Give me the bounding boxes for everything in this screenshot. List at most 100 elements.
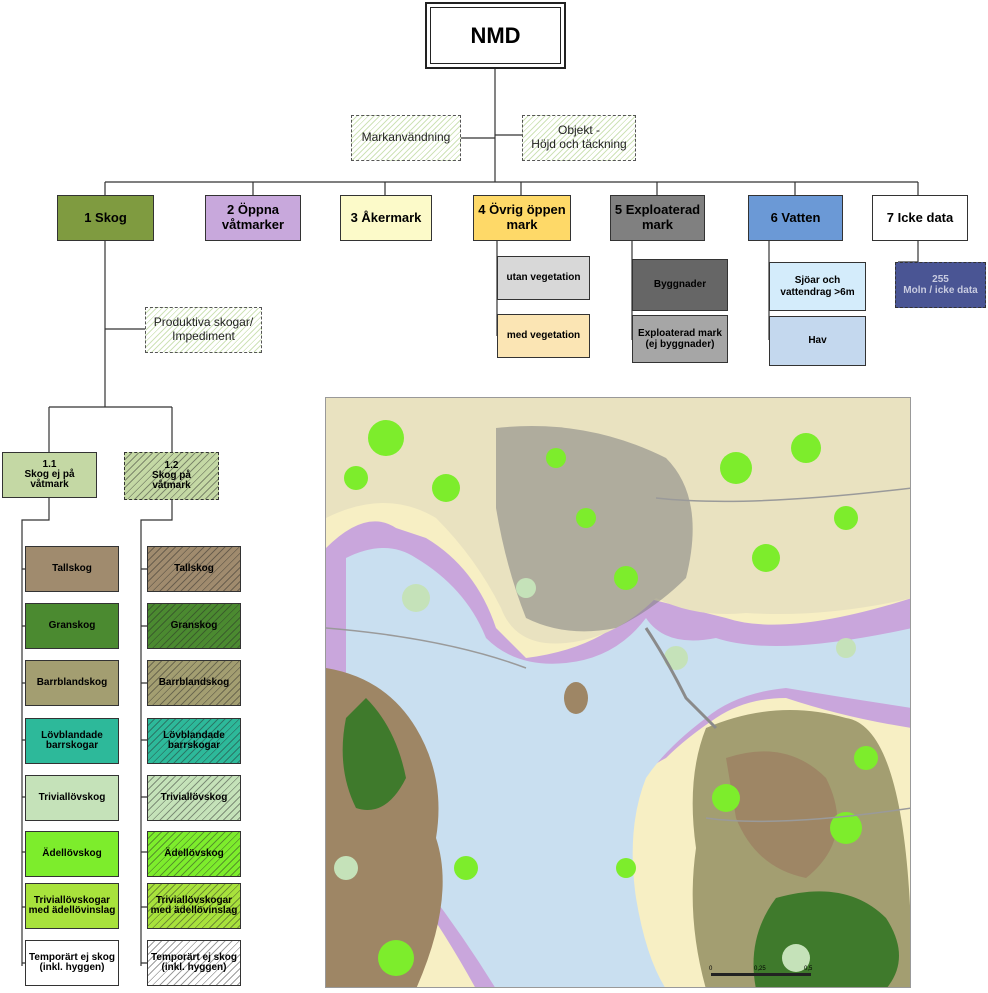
map-trivial-patch: [334, 856, 358, 880]
scale-label-2: 0,5: [804, 966, 813, 972]
map-scale-bar: [711, 973, 811, 976]
map-broadleaf-patch: [368, 420, 404, 456]
objekt-label: Objekt - Höjd och täckning: [531, 123, 627, 151]
forest-type-ej-vatmark-label: Barrblandskog: [36, 676, 108, 688]
map-broadleaf-patch: [344, 466, 368, 490]
map-spruce-west: [342, 698, 406, 810]
map-broadleaf-patch: [616, 858, 636, 878]
sub-byggnader: Byggnader: [632, 259, 728, 311]
land-cover-map: 0 0,25 0,5: [325, 397, 911, 988]
class-vatten: 6 Vatten: [748, 195, 843, 241]
forest-type-ej-vatmark-4: Triviallövskog: [25, 775, 119, 821]
map-broadleaf-patch: [720, 452, 752, 484]
forest-type-ej-vatmark-2: Barrblandskog: [25, 660, 119, 706]
forest-type-vatmark-label: Ädellövskog: [164, 847, 224, 859]
sub-sjoar-vattendrag: Sjöar och vattendrag >6m: [769, 262, 866, 311]
class-akermark: 3 Åkermark: [340, 195, 432, 241]
forest-type-vatmark-0: Tallskog: [147, 546, 241, 592]
forest-type-vatmark-label: Tallskog: [174, 562, 214, 574]
sub-exploaterad-mark-label: Exploaterad mark (ej byggnader): [638, 327, 722, 351]
forest-type-vatmark-2: Barrblandskog: [147, 660, 241, 706]
forest-type-vatmark-label: Lövblandade barrskogar: [163, 729, 225, 751]
forest-type-vatmark-label: Triviallövskogar med ädellövinslag: [150, 894, 238, 916]
map-pine-east: [726, 751, 838, 878]
map-broadleaf-patch: [614, 566, 638, 590]
forest-type-vatmark-5: Ädellövskog: [147, 831, 241, 877]
forest-type-vatmark-label: Granskog: [170, 619, 218, 631]
forest-type-ej-vatmark-1: Granskog: [25, 603, 119, 649]
scale-label-1: 0,25: [754, 966, 766, 972]
sub-utan-vegetation: utan vegetation: [497, 256, 590, 300]
map-lake: [346, 548, 910, 987]
map-broadleaf-patch: [830, 812, 862, 844]
forest-type-ej-vatmark-label: Triviallövskogar med ädellövinslag: [28, 894, 116, 916]
produktiva-skogar-label: Produktiva skogar/ Impediment: [153, 315, 254, 343]
map-broadleaf-patch: [432, 474, 460, 502]
skog-ej-pa-vatmark: 1.1 Skog ej på våtmark: [2, 452, 97, 498]
sub-exploaterad-mark: Exploaterad mark (ej byggnader): [632, 315, 728, 363]
forest-type-ej-vatmark-0: Tallskog: [25, 546, 119, 592]
map-trivial-patch: [836, 638, 856, 658]
forest-type-vatmark-6: Triviallövskogar med ädellövinslag: [147, 883, 241, 929]
skog-pa-vatmark-label: 1.2 Skog på våtmark: [152, 460, 191, 491]
map-broadleaf-patch: [791, 433, 821, 463]
sub-hav-label: Hav: [808, 335, 827, 347]
class-exploaterad-mark-label: 5 Exploaterad mark: [614, 202, 701, 232]
map-trivial-patch: [664, 646, 688, 670]
map-trivial-patch: [402, 584, 430, 612]
sub-moln-icke-data: 255 Moln / icke data: [895, 262, 986, 308]
class-vatten-label: 6 Vatten: [770, 209, 821, 225]
scale-label-0: 0: [709, 966, 713, 972]
forest-type-vatmark-4: Triviallövskog: [147, 775, 241, 821]
class-skog: 1 Skog: [57, 195, 154, 241]
map-roads: [326, 487, 910, 823]
map-island: [564, 682, 588, 714]
sub-moln-icke-data-label: 255 Moln / icke data: [903, 273, 978, 297]
skog-ej-pa-vatmark-label: 1.1 Skog ej på våtmark: [24, 459, 75, 490]
map-bridge-road: [644, 627, 718, 730]
forest-type-ej-vatmark-label: Temporärt ej skog (inkl. hyggen): [29, 951, 115, 973]
forest-type-vatmark-3: Lövblandade barrskogar: [147, 718, 241, 764]
forest-type-ej-vatmark-6: Triviallövskogar med ädellövinslag: [25, 883, 119, 929]
map-broadleaf-patch: [546, 448, 566, 468]
class-icke-data: 7 Icke data: [872, 195, 968, 241]
map-broadleaf-patch: [752, 544, 780, 572]
forest-type-ej-vatmark-label: Ädellövskog: [42, 847, 102, 859]
map-built-area: [496, 426, 693, 632]
class-oppna-vatmarker-label: 2 Öppna våtmarker: [221, 202, 285, 232]
forest-type-ej-vatmark-label: Tallskog: [52, 562, 92, 574]
forest-type-ej-vatmark-label: Granskog: [48, 619, 96, 631]
forest-type-ej-vatmark-label: Triviallövskog: [38, 791, 106, 803]
forest-type-vatmark-7: Temporärt ej skog (inkl. hyggen): [147, 940, 241, 986]
nmd-root-box: NMD: [425, 2, 566, 69]
class-ovrig-oppen-mark-label: 4 Övrig öppen mark: [478, 202, 566, 232]
objekt-attribute: Objekt - Höjd och täckning: [522, 115, 636, 161]
forest-type-vatmark-1: Granskog: [147, 603, 241, 649]
sub-utan-vegetation-label: utan vegetation: [506, 272, 581, 284]
land-cover-map-image: [326, 398, 910, 987]
markanvandning-label: Markanvändning: [361, 130, 451, 145]
forest-type-vatmark-label: Temporärt ej skog (inkl. hyggen): [151, 951, 237, 973]
map-broadleaf-patch: [834, 506, 858, 530]
sub-hav: Hav: [769, 316, 866, 366]
forest-type-ej-vatmark-5: Ädellövskog: [25, 831, 119, 877]
forest-type-ej-vatmark-3: Lövblandade barrskogar: [25, 718, 119, 764]
skog-pa-vatmark: 1.2 Skog på våtmark: [124, 452, 219, 500]
map-trivial-patch: [516, 578, 536, 598]
class-exploaterad-mark: 5 Exploaterad mark: [610, 195, 705, 241]
forest-type-ej-vatmark-7: Temporärt ej skog (inkl. hyggen): [25, 940, 119, 986]
map-broadleaf-patch: [378, 940, 414, 976]
sub-byggnader-label: Byggnader: [653, 279, 707, 291]
markanvandning-attribute: Markanvändning: [351, 115, 461, 161]
forest-type-vatmark-label: Barrblandskog: [158, 676, 230, 688]
class-skog-label: 1 Skog: [84, 209, 127, 225]
map-broadleaf-patch: [854, 746, 878, 770]
sub-sjoar-vattendrag-label: Sjöar och vattendrag >6m: [780, 275, 855, 298]
map-broadleaf-patch: [712, 784, 740, 812]
class-ovrig-oppen-mark: 4 Övrig öppen mark: [473, 195, 571, 241]
forest-type-vatmark-label: Triviallövskog: [160, 791, 228, 803]
class-icke-data-label: 7 Icke data: [886, 209, 954, 225]
class-oppna-vatmarker: 2 Öppna våtmarker: [205, 195, 301, 241]
nmd-root-label: NMD: [470, 22, 521, 48]
